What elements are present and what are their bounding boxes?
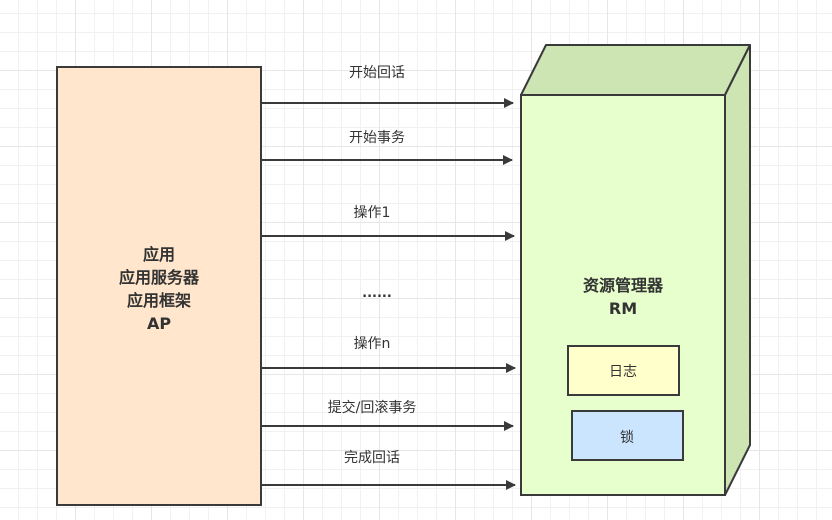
arrow-operation-1[interactable]: 操作1 — [262, 205, 515, 241]
log-box[interactable] — [567, 345, 680, 396]
log-label: 日志 — [609, 364, 637, 380]
arrow-operation-n[interactable]: 操作n — [262, 336, 516, 373]
ap-label-line-4: AP — [147, 314, 171, 333]
lock-box[interactable] — [571, 410, 684, 461]
log-node[interactable]: 日志 — [567, 345, 680, 396]
lock-label: 锁 — [620, 430, 634, 446]
arrow-label: 提交/回滚事务 — [328, 399, 417, 416]
ap-box[interactable] — [56, 66, 262, 506]
arrow-end-session[interactable]: 完成回话 — [262, 450, 516, 490]
lock-node[interactable]: 锁 — [571, 410, 684, 461]
ap-label-line-3: 应用框架 — [127, 291, 191, 310]
rm-side-face — [724, 44, 751, 496]
arrow-commit-rollback[interactable]: 提交/回滚事务 — [262, 399, 514, 431]
ap-label-line-1: 应用 — [143, 245, 175, 264]
arrow-label: 完成回话 — [344, 450, 400, 466]
arrow-start-transaction[interactable]: 开始事务 — [262, 130, 513, 165]
arrow-label: 开始事务 — [349, 130, 405, 146]
rm-label-line-2: RM — [609, 299, 637, 318]
rm-top-face — [520, 44, 751, 96]
rm-label-line-1: 资源管理器 — [583, 276, 664, 295]
ellipsis: ...... — [362, 286, 392, 301]
ap-node[interactable]: 应用 应用服务器 应用框架 AP — [56, 66, 262, 506]
arrow-label: 开始回话 — [349, 65, 405, 81]
arrow-label: 操作1 — [354, 205, 391, 221]
rm-node[interactable]: 资源管理器 RM 日志 锁 — [520, 44, 751, 496]
arrow-start-session[interactable]: 开始回话 — [262, 65, 514, 108]
ap-label-line-2: 应用服务器 — [119, 268, 200, 287]
arrow-label: 操作n — [354, 336, 391, 352]
